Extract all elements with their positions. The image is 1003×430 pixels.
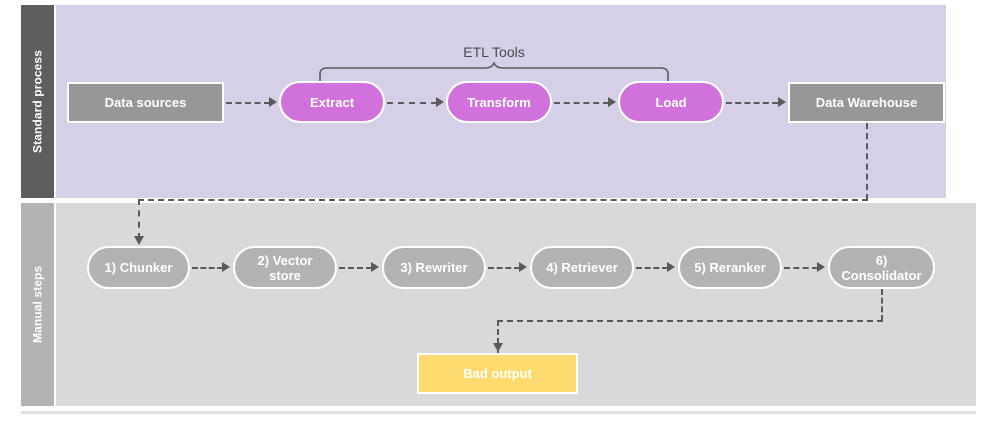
node-extract-label: Extract xyxy=(309,94,355,110)
lane-label-standard-process-text: Standard process xyxy=(30,50,45,153)
connector-warehouse-drop-segment xyxy=(866,123,868,200)
node-step-4-retriever[interactable]: 4) Retriever xyxy=(530,246,634,289)
bottom-divider xyxy=(21,411,976,414)
connector-extract-to-transform xyxy=(387,102,437,104)
node-load-label: Load xyxy=(655,94,687,110)
connector-warehouse-to-chunker-vertical xyxy=(138,199,140,239)
node-step-3-rewriter-label: 3) Rewriter xyxy=(400,260,468,275)
arrowhead-into-transform xyxy=(436,97,444,107)
arrowhead-into-extract xyxy=(269,97,277,107)
node-step-5-reranker-label: 5) Reranker xyxy=(694,260,766,275)
arrowhead-into-reranker xyxy=(667,262,675,272)
node-step-4-retriever-label: 4) Retriever xyxy=(546,260,618,275)
arrowhead-into-vector-store xyxy=(222,262,230,272)
lane-label-manual-steps: Manual steps xyxy=(21,203,54,406)
node-step-1-chunker-label: 1) Chunker xyxy=(104,260,173,275)
connector-rewriter-to-retriever xyxy=(488,267,520,269)
connector-consolidator-drop-segment xyxy=(881,289,883,321)
connector-data-sources-to-extract xyxy=(226,102,270,104)
node-step-5-reranker[interactable]: 5) Reranker xyxy=(678,246,782,289)
node-data-warehouse-label: Data Warehouse xyxy=(815,95,918,110)
etl-tools-group-label: ETL Tools xyxy=(463,44,525,60)
node-transform-label: Transform xyxy=(467,94,531,110)
node-data-warehouse[interactable]: Data Warehouse xyxy=(788,82,945,123)
node-step-6-consolidator-label: 6) Consolidator xyxy=(841,252,922,283)
arrowhead-into-chunker xyxy=(134,236,144,245)
connector-consolidator-to-bad-output-vertical xyxy=(497,320,499,353)
node-step-2-vector-store-label: 2) Vector store xyxy=(257,252,313,283)
arrowhead-into-rewriter xyxy=(371,262,379,272)
arrowhead-into-retriever xyxy=(519,262,527,272)
node-load[interactable]: Load xyxy=(618,81,724,123)
node-step-3-rewriter[interactable]: 3) Rewriter xyxy=(382,246,486,289)
node-data-sources-label: Data sources xyxy=(104,95,187,110)
connector-vector-store-to-rewriter xyxy=(339,267,372,269)
arrowhead-into-bad-output xyxy=(493,343,503,352)
arrowhead-into-data-warehouse xyxy=(778,97,786,107)
lane-label-manual-steps-text: Manual steps xyxy=(30,265,45,344)
node-bad-output[interactable]: Bad output xyxy=(417,353,578,394)
lane-label-standard-process: Standard process xyxy=(21,5,54,198)
node-data-sources[interactable]: Data sources xyxy=(67,82,224,123)
connector-chunker-to-vector-store xyxy=(192,267,223,269)
node-step-1-chunker[interactable]: 1) Chunker xyxy=(87,246,190,289)
node-step-2-vector-store[interactable]: 2) Vector store xyxy=(233,246,337,289)
connector-load-to-data-warehouse xyxy=(726,102,778,104)
connector-consolidator-to-bad-output-horizontal xyxy=(497,320,883,322)
connector-retriever-to-reranker xyxy=(636,267,668,269)
arrowhead-into-consolidator xyxy=(817,262,825,272)
node-step-6-consolidator[interactable]: 6) Consolidator xyxy=(828,246,935,289)
arrowhead-into-load xyxy=(608,97,616,107)
connector-warehouse-to-chunker-horizontal xyxy=(138,199,868,201)
etl-tools-bracket-icon xyxy=(319,62,669,81)
connector-reranker-to-consolidator xyxy=(784,267,818,269)
node-extract[interactable]: Extract xyxy=(279,81,385,123)
connector-transform-to-load xyxy=(554,102,609,104)
node-transform[interactable]: Transform xyxy=(446,81,552,123)
node-bad-output-label: Bad output xyxy=(463,366,532,381)
